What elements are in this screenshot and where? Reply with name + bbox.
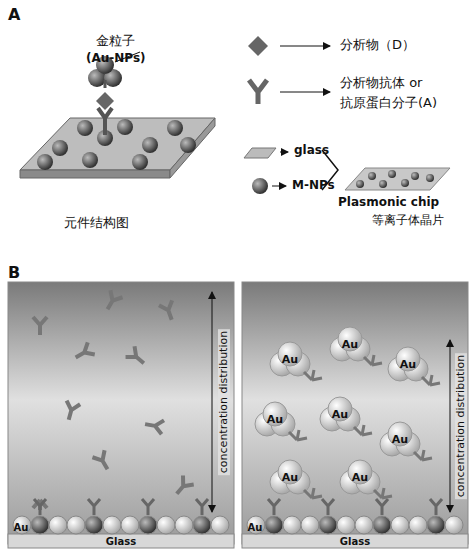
legend-text: 抗原蛋白分子(A) bbox=[340, 96, 437, 110]
legend-text: 分析物抗体 or bbox=[340, 76, 422, 90]
particle-label: Au bbox=[14, 522, 29, 533]
particle-label: Au bbox=[392, 434, 408, 446]
substrate-label: Glass bbox=[106, 536, 136, 547]
axis-label: concentration distribution bbox=[455, 353, 467, 499]
particle-label: Au bbox=[282, 472, 298, 484]
substrate-label: Glass bbox=[340, 536, 370, 547]
particle-label: Au bbox=[282, 354, 298, 366]
legend-text: glass bbox=[294, 144, 329, 157]
part-name: (Au-NPs) bbox=[86, 52, 146, 65]
figure-caption: 元件结构图 bbox=[64, 216, 129, 230]
legend-text: 分析物（D） bbox=[340, 38, 415, 52]
panel-letter: A bbox=[8, 6, 20, 24]
particle-label: Au bbox=[342, 339, 358, 351]
particle-label: Au bbox=[400, 359, 416, 371]
legend-text: 等离子体晶片 bbox=[372, 214, 444, 227]
particle-label: Au bbox=[248, 522, 263, 533]
particle-label: Au bbox=[267, 414, 283, 426]
panel-letter: B bbox=[8, 264, 20, 282]
particle-label: Au bbox=[332, 409, 348, 421]
axis-label: concentration distribution bbox=[218, 329, 230, 475]
part-name: 金粒子 bbox=[96, 34, 135, 48]
legend-text: M-NPs bbox=[292, 179, 335, 192]
legend-text: Plasmonic chip bbox=[338, 196, 439, 209]
particle-label: Au bbox=[352, 472, 368, 484]
